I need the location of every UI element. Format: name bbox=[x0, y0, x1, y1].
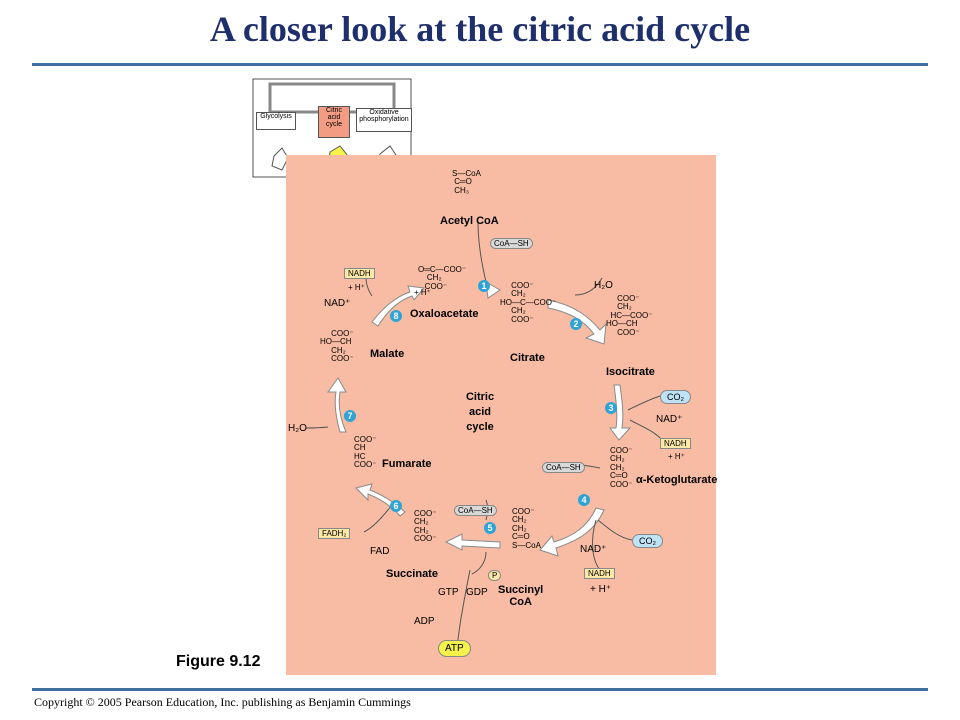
nadh-step-3: NADH bbox=[660, 438, 691, 449]
isocitrate-label: Isocitrate bbox=[606, 366, 655, 378]
copyright: Copyright © 2005 Pearson Education, Inc.… bbox=[34, 695, 411, 709]
ketoglutarate-formula: COO⁻ CH₂ CH₂ C═O COO⁻ bbox=[610, 446, 633, 489]
coa-sh-4: CoA—SH bbox=[542, 462, 585, 473]
h-step-4: + H⁺ bbox=[590, 584, 612, 595]
malate-formula: COO⁻ HO—CH CH₂ COO⁻ bbox=[320, 329, 354, 364]
succinyl-coa-label: Succinyl CoA bbox=[498, 584, 544, 608]
h2o-step-2: H₂O bbox=[594, 280, 613, 291]
coa-sh-1: CoA—SH bbox=[490, 238, 533, 249]
cycle-center-label: Citric acid cycle bbox=[440, 390, 520, 435]
coa-sh-5: CoA—SH bbox=[454, 505, 497, 516]
h-step-3: + H⁺ bbox=[668, 452, 685, 461]
step-3: 3 bbox=[605, 402, 617, 414]
oxaloacetate-formula: O═C—COO⁻ CH₂ COO⁻ bbox=[418, 265, 467, 291]
step-6: 6 bbox=[390, 500, 402, 512]
succinate-label: Succinate bbox=[386, 568, 438, 580]
acetyl-coa-label: Acetyl CoA bbox=[440, 215, 499, 227]
acetyl-coa-formula: S—CoA C═O CH₃ bbox=[452, 169, 481, 195]
h-step-8b: + H⁺ bbox=[348, 283, 365, 292]
step-2: 2 bbox=[570, 318, 582, 330]
page-title: A closer look at the citric acid cycle bbox=[209, 9, 751, 49]
citrate-formula: COO⁻ CH₂ HO—C—COO⁻ CH₂ COO⁻ bbox=[500, 281, 557, 324]
inset-citric: Citric acid cycle bbox=[318, 106, 350, 138]
malate-label: Malate bbox=[370, 348, 405, 360]
top-rule bbox=[32, 63, 928, 66]
succinate-formula: COO⁻ CH₂ CH₂ COO⁻ bbox=[414, 509, 437, 544]
center-line-3: cycle bbox=[466, 421, 494, 433]
nad-step-3: NAD⁺ bbox=[656, 414, 683, 425]
co2-step-4: CO₂ bbox=[632, 534, 663, 548]
nad-step-8: NAD⁺ bbox=[324, 298, 351, 309]
co2-step-3: CO₂ bbox=[660, 390, 691, 404]
step-8: 8 bbox=[390, 310, 402, 322]
fumarate-label: Fumarate bbox=[382, 458, 432, 470]
fumarate-formula: COO⁻ CH HC COO⁻ bbox=[354, 435, 377, 470]
isocitrate-formula: COO⁻ CH₂ HC—COO⁻ HO—CH COO⁻ bbox=[606, 294, 653, 337]
ketoglutarate-label: α-Ketoglutarate bbox=[636, 474, 718, 486]
fadh2-step-6: FADH₂ bbox=[318, 528, 351, 539]
inset-oxidative: Oxidative phosphorylation bbox=[356, 108, 412, 132]
nadh-step-4: NADH bbox=[584, 568, 615, 579]
bottom-rule bbox=[32, 688, 928, 691]
atp-burst: ATP bbox=[438, 640, 471, 657]
nad-step-4: NAD⁺ bbox=[580, 544, 607, 555]
oxaloacetate-label: Oxaloacetate bbox=[410, 308, 479, 320]
nadh-step-8: NADH bbox=[344, 268, 375, 279]
step-7: 7 bbox=[344, 410, 356, 422]
adp: ADP bbox=[414, 616, 435, 627]
step-4: 4 bbox=[578, 494, 590, 506]
succinyl-coa-formula: COO⁻ CH₂ CH₂ C═O S—CoA bbox=[512, 507, 541, 550]
h2o-step-7: H₂O bbox=[288, 423, 307, 434]
inset-glycolysis: Glycolysis bbox=[256, 112, 296, 130]
figure-label: Figure 9.12 bbox=[176, 653, 261, 670]
center-line-1: Citric bbox=[465, 391, 495, 403]
pi: P bbox=[488, 570, 502, 581]
center-line-2: acid bbox=[468, 406, 491, 418]
step-1: 1 bbox=[478, 280, 490, 292]
step-5: 5 bbox=[484, 522, 496, 534]
gtp: GTP bbox=[438, 587, 459, 598]
gdp: GDP bbox=[466, 587, 488, 598]
h-step-8: + H⁺ bbox=[414, 288, 431, 297]
citrate-label: Citrate bbox=[510, 352, 545, 364]
fad-step-6: FAD bbox=[370, 546, 390, 557]
